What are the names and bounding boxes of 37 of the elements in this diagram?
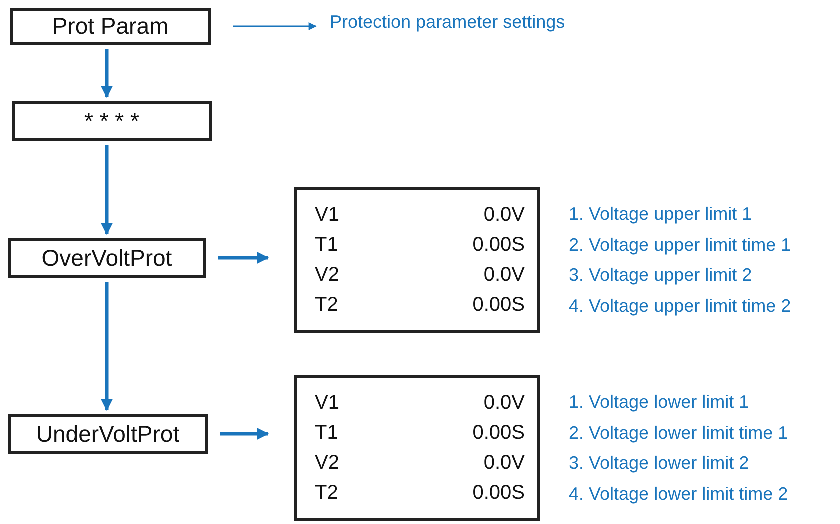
parameter-name: T1 <box>315 233 340 258</box>
process-box: UnderVoltProt <box>8 414 208 454</box>
parameter-description: 3. Voltage upper limit 2 <box>569 264 752 287</box>
parameter-description: 4. Voltage lower limit time 2 <box>569 482 788 506</box>
parameter-value: 0.0V <box>482 263 525 288</box>
arrow <box>101 145 113 236</box>
parameter-value: 0.00S <box>472 481 525 506</box>
parameter-value: 0.00S <box>472 293 525 318</box>
parameter-name: V2 <box>315 451 340 476</box>
description-text: Protection parameter settings <box>330 12 566 33</box>
parameter-value: 0.0V <box>482 391 525 416</box>
arrow <box>101 49 113 98</box>
parameter-name: V2 <box>315 263 340 288</box>
display-screen <box>294 187 540 333</box>
parameter-value: 0.00S <box>472 421 525 446</box>
parameter-name: T2 <box>315 293 340 318</box>
parameter-value: 0.00S <box>472 233 525 258</box>
process-box: * * * * <box>12 101 212 141</box>
arrow <box>233 22 317 30</box>
process-box: OverVoltProt <box>8 238 206 278</box>
parameter-name: V1 <box>315 203 340 228</box>
arrow <box>101 282 113 412</box>
parameter-name: V1 <box>315 391 340 416</box>
parameter-description: 1. Voltage lower limit 1 <box>569 391 750 414</box>
parameter-description: 2. Voltage upper limit time 1 <box>569 234 792 257</box>
parameter-description: 4. Voltage upper limit time 2 <box>569 294 792 318</box>
process-box: Prot Param <box>10 8 211 45</box>
parameter-name: T2 <box>315 481 340 506</box>
parameter-description: 1. Voltage upper limit 1 <box>569 203 752 226</box>
parameter-description: 2. Voltage lower limit time 1 <box>569 422 788 445</box>
parameter-value: 0.0V <box>482 203 525 228</box>
arrow <box>220 428 270 440</box>
parameter-description: 3. Voltage lower limit 2 <box>569 452 750 475</box>
parameter-name: T1 <box>315 421 340 446</box>
display-screen <box>294 375 540 521</box>
parameter-value: 0.0V <box>482 451 525 476</box>
arrow <box>218 252 270 264</box>
